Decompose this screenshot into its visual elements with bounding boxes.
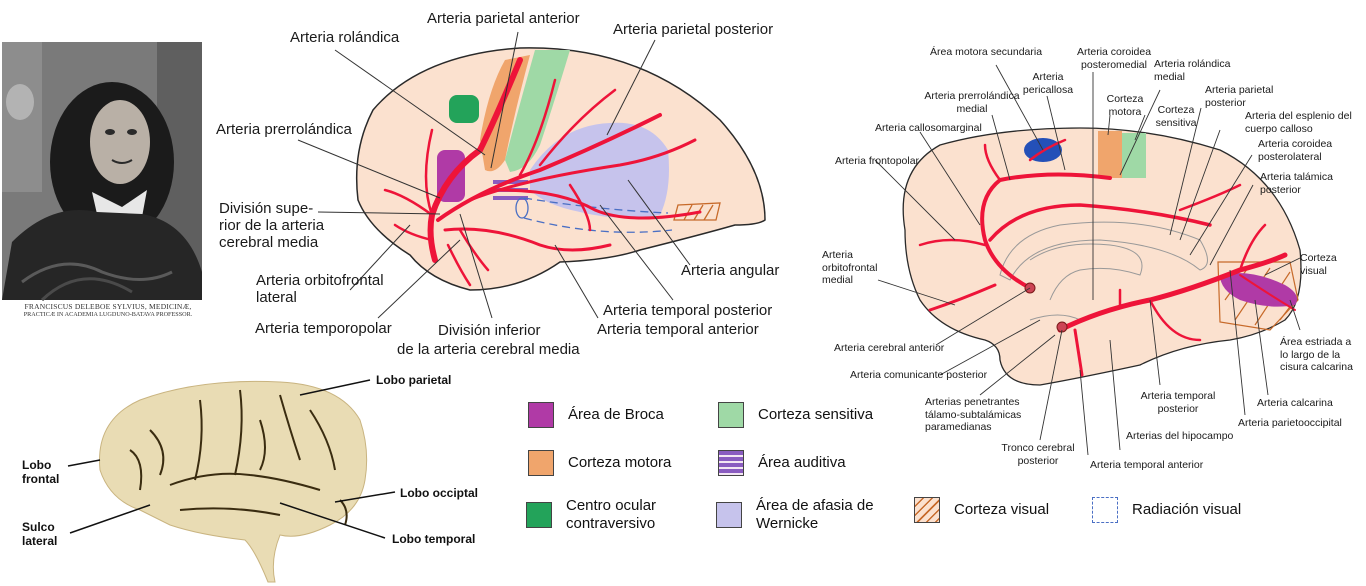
- region-centro-ocular: [449, 95, 479, 123]
- label-lobo-parietal: Lobo parietal: [376, 373, 452, 387]
- label-arteria-cerebral-anterior: Arteria cerebral anterior: [834, 342, 945, 354]
- label-arteria-parietal-posterior: Arteria parietal posterior: [613, 21, 774, 38]
- label-arteria-orbitofrontal-lateral: Arteria orbitofrontal lateral: [256, 272, 384, 306]
- label-arteria-temporal-posterior: Arteria temporal posterior: [603, 302, 773, 319]
- legend-label: Área auditiva: [758, 454, 846, 471]
- legend-swatch-wernicke: [716, 502, 742, 528]
- label-arteria-parietooccipital: Arteria parietooccipital: [1238, 417, 1342, 429]
- label-arteria-prerrolandica-medial: Arteria prerrolándica medial: [924, 90, 1020, 115]
- label-arterias-penetrantes: Arterias penetrantes tálamo-subtalámicas…: [925, 396, 1022, 433]
- label-arteria-coroidea-posterolateral: Arteria coroidea posterolateral: [1258, 138, 1333, 163]
- lateral-arteries: [383, 57, 702, 287]
- visual-radiation-path: [523, 197, 673, 233]
- label-sulco-lateral: Sulco lateral: [22, 520, 58, 548]
- label-division-inferior-1: División inferior: [438, 322, 541, 339]
- brain-photo-sulci: [129, 389, 348, 526]
- legend-swatch-corteza-sensitiva: [718, 402, 744, 428]
- label-corteza-motora: Corteza motora: [1106, 93, 1144, 118]
- label-arteria-prerrolandica: Arteria prerrolándica: [216, 121, 352, 138]
- brain-photo: [67, 379, 396, 583]
- region-area-estriada: [1220, 272, 1298, 307]
- portrait-engraving: [2, 42, 202, 302]
- label-arteria-parietal-anterior: Arteria parietal anterior: [427, 10, 580, 27]
- label-arteria-esplenio: Arteria del esplenio del cuerpo calloso: [1245, 110, 1352, 135]
- label-arteria-temporal-anterior: Arteria temporal anterior: [597, 321, 759, 338]
- legend-label: Área de afasia de Wernicke: [756, 497, 874, 532]
- label-arteria-coroidea-posteromedial: Arteria coroidea posteromedial: [1076, 46, 1152, 71]
- region-corteza-motora-medial: [1098, 131, 1122, 178]
- label-arterias-hipocampo: Arterias del hipocampo: [1126, 430, 1234, 442]
- legend-label: Área de Broca: [568, 406, 664, 423]
- legend-label: Corteza visual: [954, 501, 1050, 518]
- label-area-motora-secundaria: Área motora secundaria: [930, 46, 1043, 58]
- legend-item-area-auditiva: Área auditiva: [718, 450, 846, 476]
- label-lobo-occipital: Lobo occiptal: [400, 486, 478, 500]
- region-corteza-motora: [480, 55, 530, 172]
- portrait-figure: [2, 42, 202, 302]
- legend-swatch-area-broca: [528, 402, 554, 428]
- label-arteria-parietal-posterior-medial: Arteria parietal posterior: [1205, 84, 1274, 109]
- brain-photo-shape: [99, 380, 368, 583]
- label-area-estriada: Área estriada a lo largo de la cisura ca…: [1280, 336, 1353, 373]
- legend-item-radiacion-visual: Radiación visual: [1092, 497, 1241, 523]
- legend-swatch-centro-ocular: [526, 502, 552, 528]
- legend-label: Corteza motora: [568, 454, 672, 471]
- legend-swatch-corteza-visual: [914, 497, 940, 523]
- legend-swatch-area-auditiva: [718, 450, 744, 476]
- legend-swatch-radiacion-visual: [1092, 497, 1118, 523]
- legend-item-wernicke: Área de afasia de Wernicke: [716, 497, 896, 533]
- medial-arteries: [918, 138, 1296, 377]
- label-arteria-temporal-anterior-medial: Arteria temporal anterior: [1090, 459, 1204, 471]
- legend-label: Corteza sensitiva: [758, 406, 874, 423]
- label-arteria-rolandica: Arteria rolándica: [290, 29, 400, 46]
- legend-item-corteza-sensitiva: Corteza sensitiva: [718, 402, 873, 428]
- label-arteria-orbitofrontal-medial: Arteria orbitofrontal medial: [822, 249, 878, 286]
- lateral-leader-lines: [297, 31, 691, 319]
- legend-label: Centro ocular contraversivo: [566, 497, 657, 532]
- label-arteria-temporal-posterior-medial: Arteria temporal posterior: [1140, 390, 1216, 415]
- brain-photo-leader-lines: [67, 379, 396, 539]
- portrait-caption-line2: PRACTICÆ IN ACADEMIA LUGDUNO-BATAVA PROF…: [23, 311, 193, 318]
- legend-item-corteza-motora: Corteza motora: [528, 450, 671, 476]
- label-tronco-cerebral-posterior: Tronco cerebral posterior: [1001, 442, 1075, 467]
- label-lobo-temporal: Lobo temporal: [392, 532, 476, 546]
- lateral-brain-diagram: [297, 31, 766, 319]
- legend-swatch-corteza-motora: [528, 450, 554, 476]
- label-arteria-comunicante-posterior: Arteria comunicante posterior: [850, 369, 988, 381]
- label-lobo-frontal: Lobo frontal: [22, 458, 60, 486]
- label-arteria-callosomarginal: Arteria callosomarginal: [875, 122, 982, 134]
- medial-leader-lines: [874, 64, 1301, 456]
- region-corteza-sensitiva-medial: [1122, 133, 1146, 178]
- label-arteria-temporopolar: Arteria temporopolar: [255, 320, 392, 337]
- region-wernicke: [530, 122, 669, 218]
- legend-label: Radiación visual: [1132, 501, 1242, 518]
- label-arteria-pericallosa: Arteria pericallosa: [1022, 71, 1074, 96]
- medial-brain-outline: [902, 127, 1302, 386]
- medial-brain-diagram: [874, 64, 1302, 456]
- label-arteria-calcarina: Arteria calcarina: [1257, 397, 1333, 409]
- legend-item-corteza-visual: Corteza visual: [914, 497, 1049, 523]
- portrait-caption: FRANCISCUS DELEBOE SYLVIUS, MEDICINÆ, PR…: [2, 302, 214, 318]
- label-arteria-frontopolar: Arteria frontopolar: [835, 155, 920, 167]
- label-arteria-rolandica-medial: Arteria rolándica medial: [1154, 58, 1231, 83]
- label-corteza-visual-medial: Corteza visual: [1300, 252, 1337, 277]
- label-corteza-sensitiva: Corteza sensitiva: [1155, 104, 1197, 129]
- label-division-inferior-2: de la arteria cerebral media: [397, 341, 580, 358]
- label-arteria-angular: Arteria angular: [681, 262, 780, 279]
- label-division-superior: División supe- rior de la arteria cerebr…: [219, 200, 325, 251]
- legend-item-centro-ocular: Centro ocular contraversivo: [526, 497, 696, 533]
- legend-item-area-broca: Área de Broca: [528, 402, 664, 428]
- corpus-callosum: [999, 221, 1208, 281]
- portrait-caption-line1: FRANCISCUS DELEBOE SYLVIUS, MEDICINÆ,: [24, 302, 192, 311]
- label-arteria-talamica-posterior: Arteria talámica posterior: [1260, 171, 1333, 196]
